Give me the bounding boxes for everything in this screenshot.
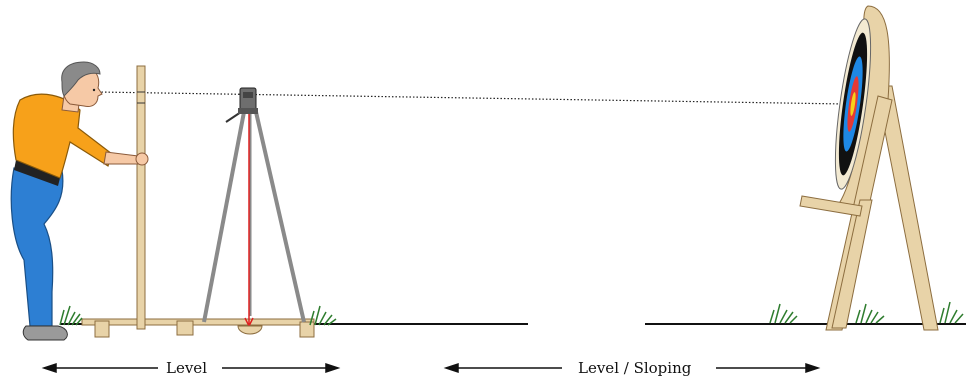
sight-line: [97, 91, 846, 105]
archery-target-icon: [799, 5, 939, 331]
tripod-laser-level-icon: [202, 87, 306, 335]
base-board: [81, 318, 315, 338]
grass-icon: [769, 301, 964, 324]
dimension-arrow-level-sloping: [443, 362, 821, 374]
person-icon: [10, 61, 149, 341]
label-level: Level: [160, 359, 213, 377]
grass-icon: [59, 305, 337, 326]
measuring-pole-icon: [136, 65, 146, 330]
label-level-sloping: Level / Sloping: [572, 359, 698, 377]
dimension-arrow-level: [41, 362, 341, 374]
